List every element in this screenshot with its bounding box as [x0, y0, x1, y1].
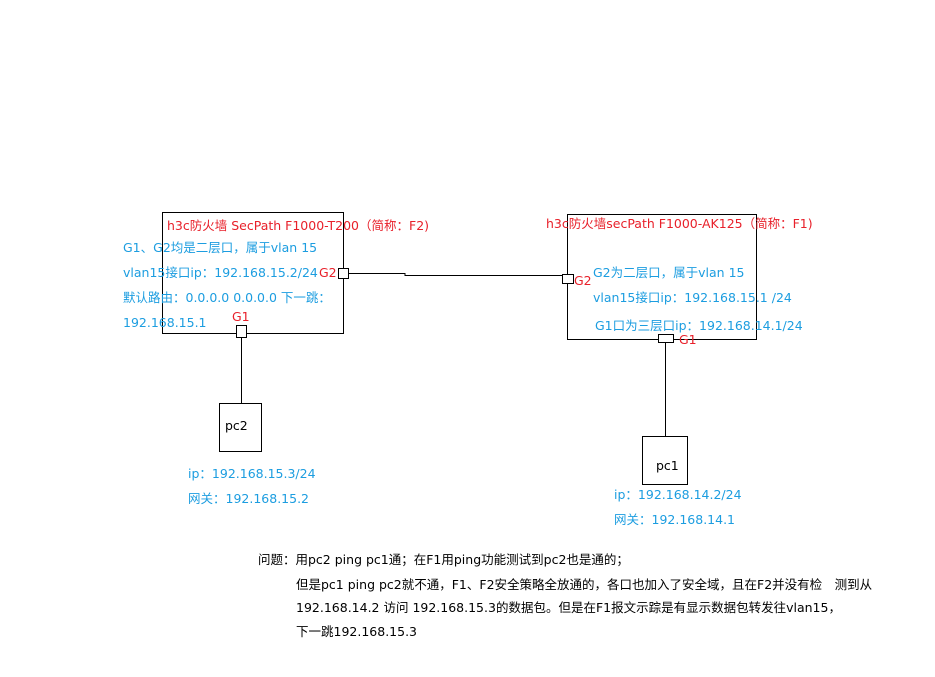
pc2-gateway: 网关：192.168.15.2: [188, 491, 309, 506]
f1-line1: G2为二层口，属于vlan 15: [593, 265, 745, 280]
f2-title: h3c防火墙 SecPath F1000-T200（简称：F2): [167, 218, 430, 233]
pc2-ip: ip：192.168.15.3/24: [188, 466, 316, 481]
f2-line2: vlan15接口ip：192.168.15.2/24: [123, 265, 318, 280]
f2-line4: 192.168.15.1: [123, 315, 207, 330]
question-line2: 但是pc1 ping pc2就不通，F1、F2安全策略全放通的，各口也加入了安全…: [296, 577, 873, 592]
f1-g1-port: [658, 334, 674, 343]
pc1-ip: ip：192.168.14.2/24: [614, 487, 742, 502]
f2-g1-label: G1: [232, 309, 250, 324]
f2-line3: 默认路由：0.0.0.0 0.0.0.0 下一跳：: [123, 290, 331, 305]
f2-g1-port: [236, 325, 247, 338]
question-line1: 问题：用pc2 ping pc1通；在F1用ping功能测试到pc2也是通的；: [258, 552, 629, 567]
pc1-label: pc1: [656, 458, 679, 473]
f1-title: h3c防火墙secPath F1000-AK125（简称：F1): [546, 216, 813, 231]
pc1-gateway: 网关：192.168.14.1: [614, 512, 735, 527]
f1-g2-label: G2: [574, 273, 592, 288]
f1-g1-label: G1: [679, 332, 697, 347]
link-f2-f1: [348, 273, 562, 276]
f2-line1: G1、G2均是二层口，属于vlan 15: [123, 240, 318, 255]
f2-g2-label: G2: [319, 265, 337, 280]
f1-line3: G1口为三层口ip：192.168.14.1/24: [595, 318, 803, 333]
question-line3: 192.168.14.2 访问 192.168.15.3的数据包。但是在F1报文…: [296, 600, 841, 615]
f2-g2-port: [338, 268, 349, 279]
pc2-box: [219, 403, 262, 452]
f1-g2-port: [562, 274, 574, 284]
pc2-label: pc2: [225, 418, 248, 433]
pc1-box: [642, 436, 688, 485]
f1-line2: vlan15接口ip：192.168.15.1 /24: [593, 290, 792, 305]
question-line4: 下一跳192.168.15.3: [296, 624, 417, 639]
